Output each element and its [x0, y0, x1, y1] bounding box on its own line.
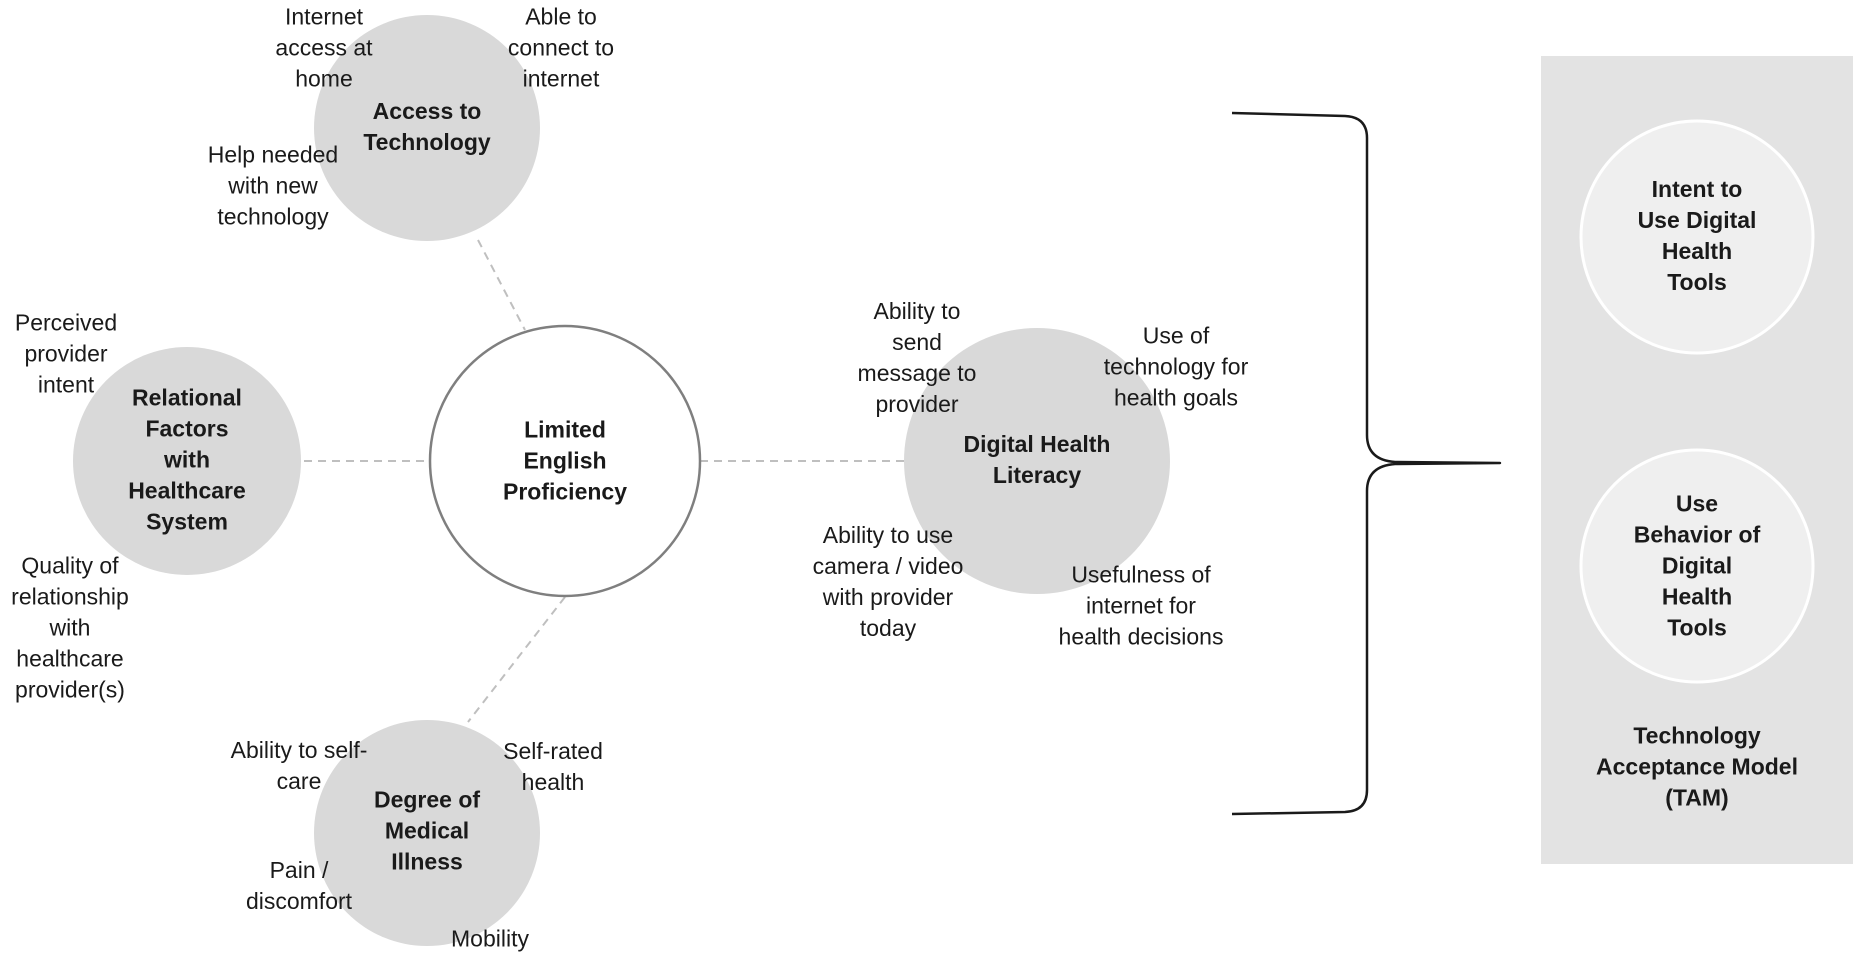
- connector-access: [477, 239, 526, 331]
- factor-quality-relationship: Quality of relationship with healthcare …: [11, 552, 129, 703]
- tam-model-label: Technology Acceptance Model (TAM): [1596, 722, 1798, 811]
- node-dhl-circle: [904, 328, 1170, 594]
- factor-self-care: Ability to self- care: [230, 737, 368, 794]
- tam-use-label: Use Behavior of Digital Health Tools: [1633, 490, 1761, 641]
- tam-use-circle: [1579, 448, 1815, 684]
- node-relational-circle: [73, 347, 301, 575]
- factor-perceived-intent: Perceived provider intent: [14, 309, 118, 398]
- tam-intent-circle: [1579, 119, 1815, 355]
- curly-brace: [1231, 111, 1502, 816]
- node-medical-circle: [314, 720, 540, 946]
- factor-health-goals: Use of technology for health goals: [1103, 322, 1249, 411]
- node-relational-title: Relational Factors with Healthcare Syste…: [128, 384, 246, 535]
- factor-send-message: Ability to send message to provider: [857, 298, 977, 417]
- node-dhl-title: Digital Health Literacy: [963, 431, 1111, 488]
- factor-pain: Pain / discomfort: [245, 857, 353, 914]
- node-access-title: Access to Technology: [363, 98, 491, 155]
- factor-camera-video: Ability to use camera / video with provi…: [812, 522, 964, 641]
- center-label: Limited English Proficiency: [503, 416, 627, 505]
- factor-internet-home: Internet access at home: [275, 3, 373, 92]
- center-circle: [428, 324, 702, 598]
- connector-medical: [467, 596, 566, 723]
- factor-mobility: Mobility: [451, 925, 529, 952]
- factor-able-to-connect: Able to connect to internet: [507, 3, 615, 92]
- factor-usefulness: Usefulness of internet for health decisi…: [1058, 561, 1224, 650]
- factor-self-rated-health: Self-rated health: [503, 738, 603, 795]
- tam-intent-label: Intent to Use Digital Health Tools: [1637, 176, 1757, 295]
- factor-help-needed: Help needed with new technology: [207, 141, 339, 230]
- node-medical-title: Degree of Medical Illness: [373, 786, 481, 875]
- node-access-circle: [314, 15, 540, 241]
